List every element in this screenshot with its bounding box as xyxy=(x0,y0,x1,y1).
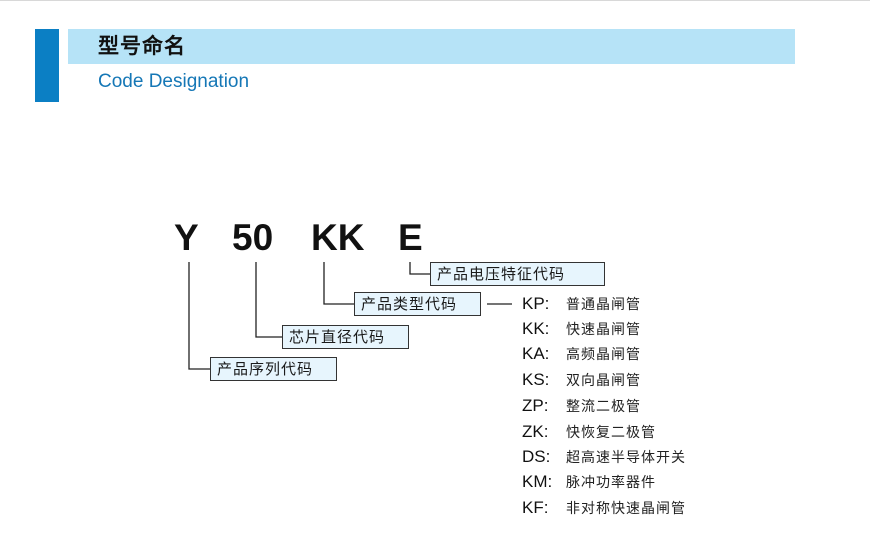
code-desc: 非对称快速晶闸管 xyxy=(566,501,686,517)
header-accent-bar xyxy=(35,29,59,102)
code-desc: 高频晶闸管 xyxy=(566,347,641,363)
code-key: KS: xyxy=(522,370,550,389)
connector-suffix xyxy=(409,262,430,275)
label-voltage-code: 产品电压特征代码 xyxy=(430,262,605,286)
code-row: ZP: 整流二极管 xyxy=(522,394,641,418)
code-row: KF: 非对称快速晶闸管 xyxy=(522,496,686,520)
code-key: KK: xyxy=(522,319,550,338)
code-desc: 双向晶闸管 xyxy=(566,373,641,389)
connector-series xyxy=(188,262,210,370)
code-desc: 快速晶闸管 xyxy=(566,322,641,338)
code-row: KS: 双向晶闸管 xyxy=(522,368,641,392)
top-divider xyxy=(0,0,870,1)
label-type-code: 产品类型代码 xyxy=(354,292,481,316)
model-letter-y: Y xyxy=(174,217,199,258)
code-desc: 超高速半导体开关 xyxy=(566,450,686,466)
code-key: KM: xyxy=(522,472,553,491)
code-desc: 快恢复二极管 xyxy=(566,425,656,441)
model-suffix: E xyxy=(398,217,423,258)
label-chip-code: 芯片直径代码 xyxy=(282,325,409,349)
code-row: KP: 普通晶闸管 xyxy=(522,292,641,316)
header-band xyxy=(68,29,795,64)
code-row: DS: 超高速半导体开关 xyxy=(522,445,686,469)
code-key: ZP: xyxy=(522,396,549,415)
code-key: KF: xyxy=(522,498,549,517)
connector-type xyxy=(323,262,354,305)
code-key: ZK: xyxy=(522,422,549,441)
code-row: KA: 高频晶闸管 xyxy=(522,342,641,366)
page-title-en: Code Designation xyxy=(98,71,250,92)
code-desc: 脉冲功率器件 xyxy=(566,475,656,491)
code-desc: 普通晶闸管 xyxy=(566,297,641,313)
model-type-code: KK xyxy=(311,217,365,258)
label-series-code: 产品序列代码 xyxy=(210,357,337,381)
code-key: KP: xyxy=(522,294,550,313)
model-chip-number: 50 xyxy=(232,217,274,258)
code-row: KK: 快速晶闸管 xyxy=(522,317,641,341)
page-title-cn: 型号命名 xyxy=(98,34,186,58)
code-row: ZK: 快恢复二极管 xyxy=(522,420,656,444)
connector-chip xyxy=(255,262,282,338)
code-desc: 整流二极管 xyxy=(566,399,641,415)
code-row: KM: 脉冲功率器件 xyxy=(522,470,656,494)
code-key: KA: xyxy=(522,344,550,363)
code-key: DS: xyxy=(522,447,551,466)
